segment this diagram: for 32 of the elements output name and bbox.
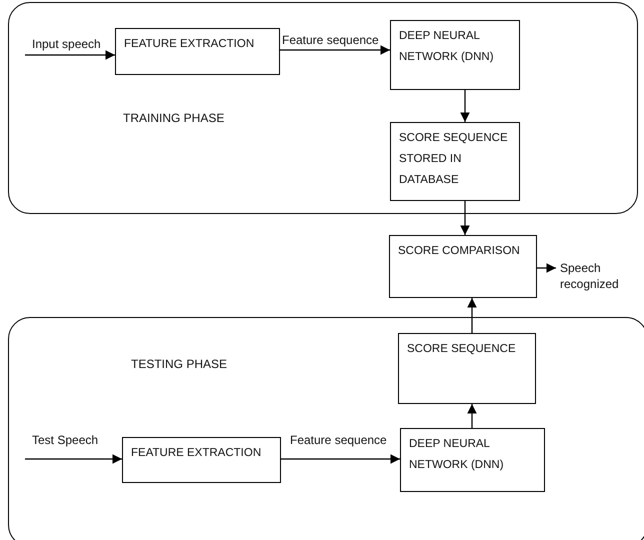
box-label: SCORE COMPARISON (398, 244, 521, 259)
arrow (467, 404, 477, 428)
process-box (115, 28, 280, 75)
box-label: FEATURE EXTRACTION (131, 446, 262, 461)
process-box (398, 333, 536, 404)
box-label: DEEP NEURAL NETWORK (DNN) (409, 437, 505, 473)
edge-label: Feature sequence (290, 432, 387, 448)
arrow (460, 90, 470, 122)
arrow (25, 50, 115, 60)
process-box (400, 428, 545, 492)
box-label: DEEP NEURAL NETWORK (DNN) (399, 29, 495, 65)
box-label: SCORE SEQUENCE STORED IN DATABASE (399, 131, 509, 188)
arrow (537, 263, 556, 273)
process-box (122, 437, 281, 483)
box-label: FEATURE EXTRACTION (124, 37, 256, 52)
phase-panel (8, 2, 638, 214)
phase-title: TRAINING PHASE (123, 111, 224, 125)
edge-label: Speech recognized (560, 260, 620, 292)
box-label: SCORE SEQUENCE (407, 342, 517, 357)
process-box (390, 20, 520, 90)
process-box (389, 235, 537, 298)
process-box (390, 122, 520, 201)
arrow (467, 298, 477, 333)
edge-label: Test Speech (32, 432, 98, 448)
edge-label: Feature sequence (282, 32, 379, 48)
arrow (25, 454, 122, 464)
arrow (281, 454, 400, 464)
edge-label: Input speech (32, 36, 101, 52)
arrow (280, 45, 390, 55)
phase-panel (8, 317, 644, 540)
arrow (460, 201, 470, 235)
phase-title: TESTING PHASE (131, 357, 228, 371)
